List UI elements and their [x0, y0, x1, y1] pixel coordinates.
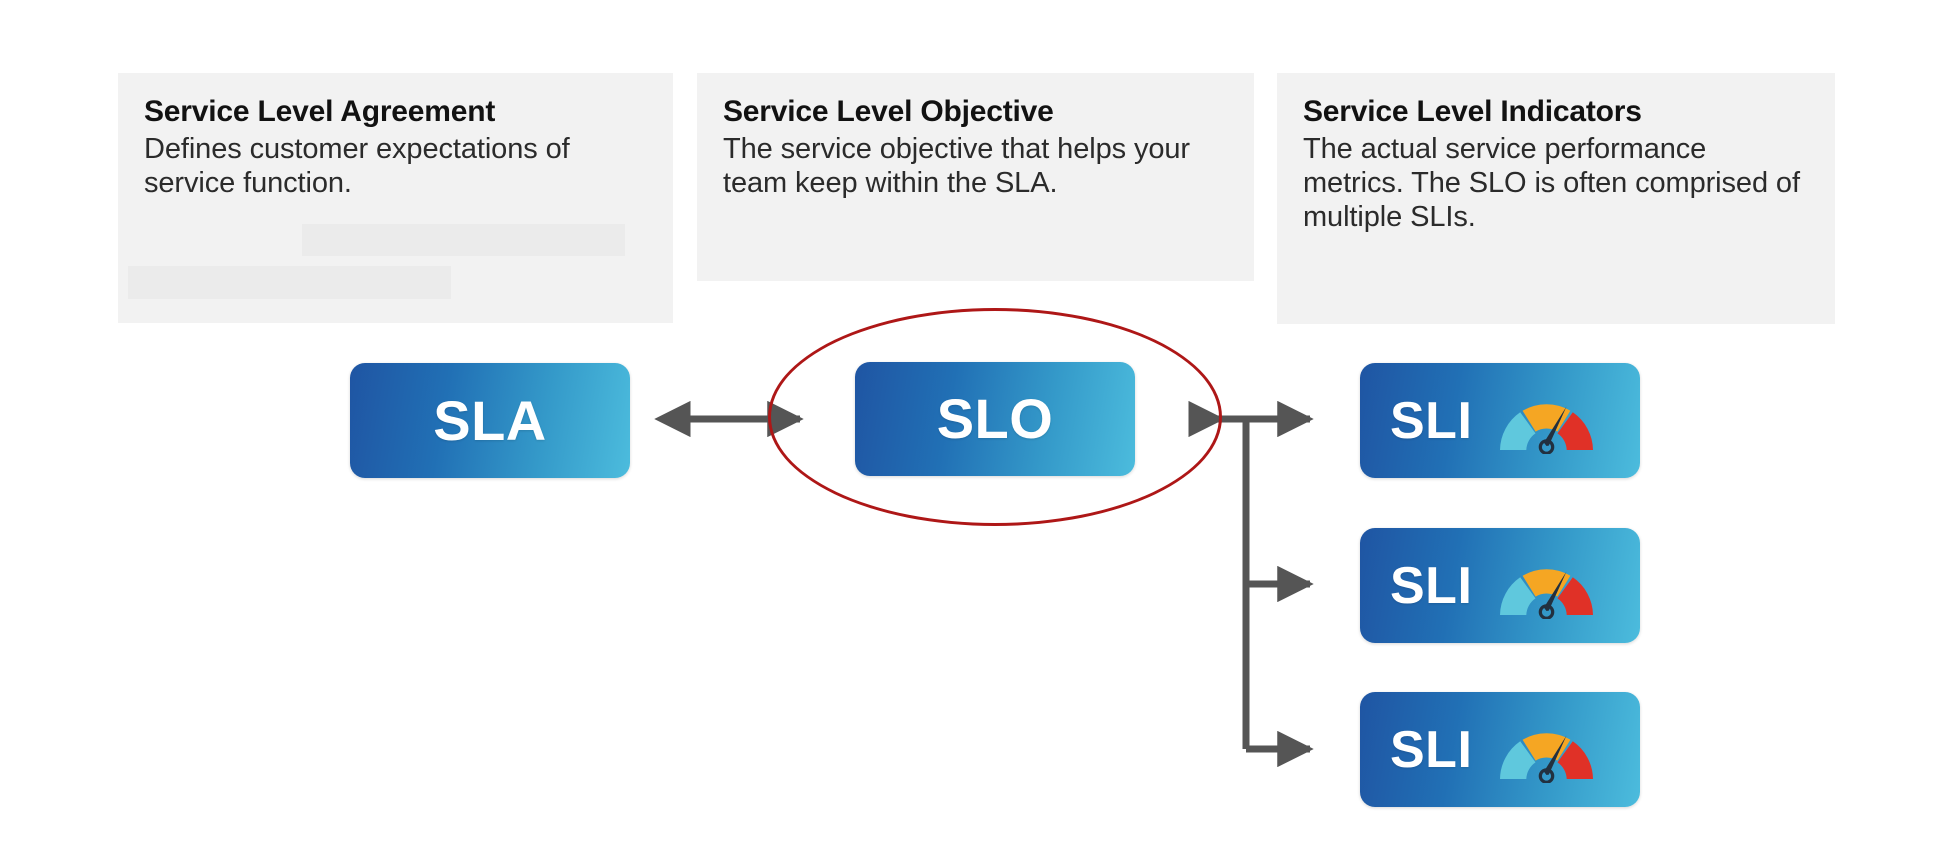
- node-sli-1-label: SLI: [1390, 391, 1473, 450]
- slo-highlight-ellipse: [768, 308, 1222, 526]
- card-title-sla: Service Level Agreement: [144, 95, 496, 128]
- node-sli-1[interactable]: SLI: [1360, 363, 1640, 478]
- card-body-sli: The actual service performance metrics. …: [1303, 132, 1800, 234]
- node-sli-3[interactable]: SLI: [1360, 692, 1640, 807]
- card-body-slo: The service objective that helps your te…: [723, 132, 1190, 200]
- card-title-slo: Service Level Objective: [723, 95, 1054, 128]
- node-slo[interactable]: SLO: [855, 362, 1135, 476]
- gauge-icon: [1500, 732, 1594, 783]
- node-sli-2-label: SLI: [1390, 556, 1473, 615]
- redacted-block-2: [128, 266, 451, 299]
- node-slo-label: SLO: [936, 387, 1054, 450]
- card-service-level-indicators: Service Level Indicators The actual serv…: [1277, 73, 1835, 324]
- node-sli-3-label: SLI: [1390, 720, 1473, 779]
- redacted-block-1: [302, 224, 625, 256]
- gauge-icon: [1500, 568, 1594, 619]
- gauge-icon: [1500, 403, 1594, 454]
- card-body-sla: Defines customer expectations of service…: [144, 132, 570, 200]
- node-sla-label: SLA: [433, 388, 547, 452]
- card-service-level-objective: Service Level Objective The service obje…: [697, 73, 1254, 281]
- card-title-sli: Service Level Indicators: [1303, 95, 1642, 128]
- node-sla[interactable]: SLA: [350, 363, 630, 478]
- node-sli-2[interactable]: SLI: [1360, 528, 1640, 643]
